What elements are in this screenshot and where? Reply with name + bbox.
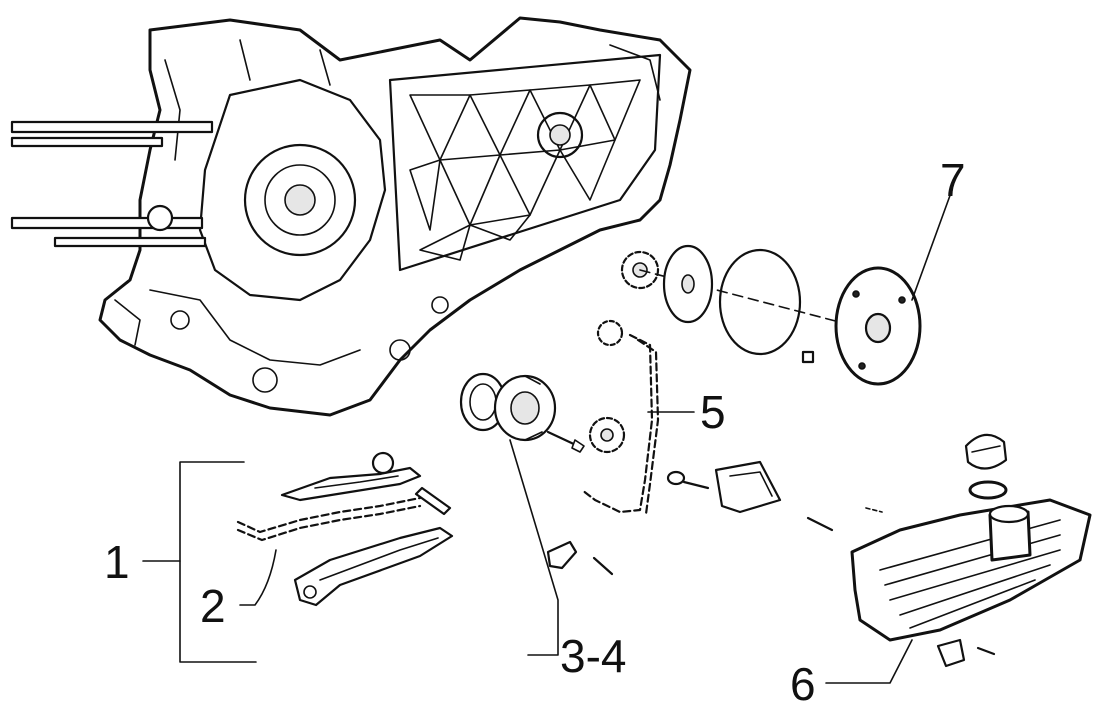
callout-labels: 1 2 3-4 5 6 7 [104,154,966,707]
leader-lines [142,189,953,684]
crankcase [10,16,692,417]
oil-pump [459,372,614,576]
oil-pump-chain-drive [580,244,922,532]
callout-2: 2 [200,580,226,632]
oil-sump-cover [850,433,1092,668]
callout-3-4: 3-4 [560,630,626,682]
callout-1: 1 [104,536,130,588]
tensioner-group [179,451,454,663]
callout-7: 7 [940,154,966,206]
callout-6: 6 [790,658,816,707]
callout-5: 5 [700,386,726,438]
